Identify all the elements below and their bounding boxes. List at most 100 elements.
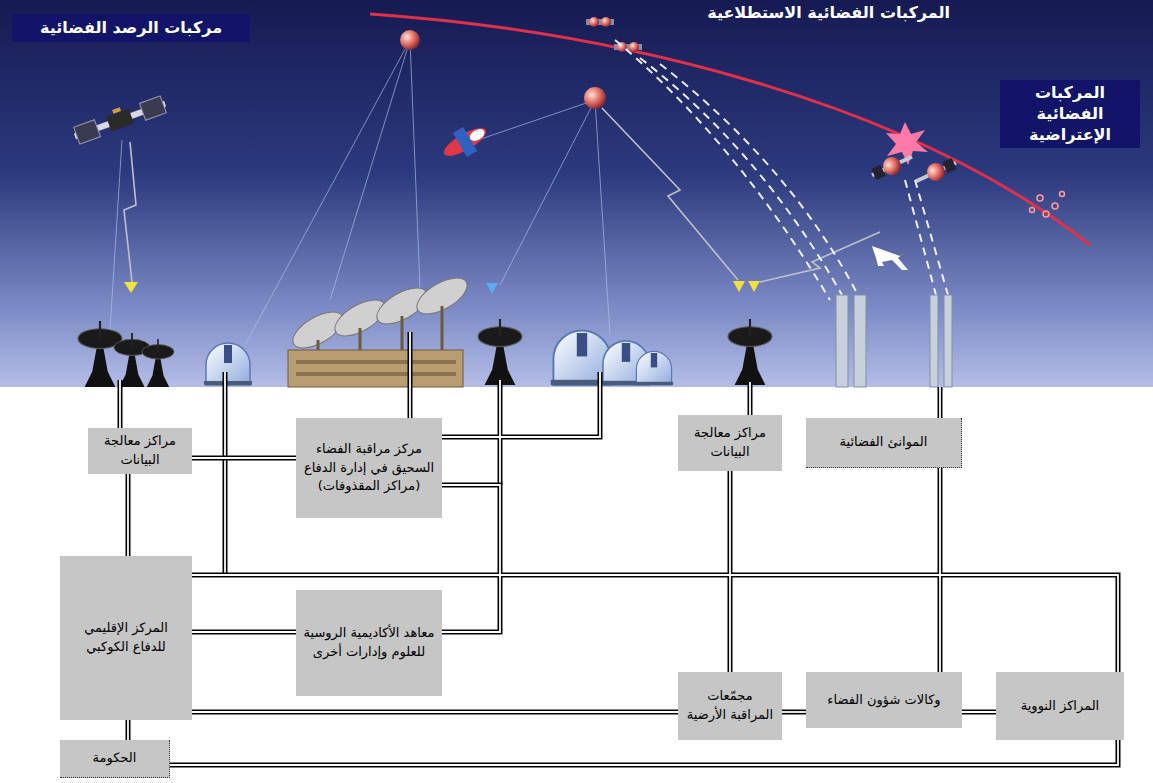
process-box: المراكز النووية (996, 672, 1124, 740)
dish-antenna (114, 333, 150, 387)
node-text: المركبات الفضائية الإعتراضية (1008, 83, 1132, 145)
feed-line (442, 372, 600, 437)
process-box: مركز مراقبة الفضاء السحيق في إدارة الدفا… (296, 418, 442, 518)
node-text: الموانئ الفضائية (840, 433, 928, 452)
silo (836, 295, 848, 387)
radio-zigzags (124, 108, 880, 282)
process-box: مراكز معالجة البيانات (88, 428, 192, 474)
feed-line-core (224, 372, 226, 575)
silo (930, 295, 938, 387)
debris-piece (1060, 192, 1065, 197)
feed-line-core (939, 387, 941, 418)
feed-line (748, 382, 753, 415)
process-box: الموانئ الفضائية (806, 418, 962, 468)
feed-line-core (409, 332, 411, 418)
process-box: الحكومة (60, 740, 170, 778)
connector-core (782, 711, 806, 713)
interceptor (868, 149, 915, 184)
rocket-trail (660, 64, 858, 295)
interceptor (912, 155, 959, 190)
dish-antenna (478, 319, 522, 385)
node-text: معاهد الأكاديمية الروسية للعلوم وإدارات … (302, 624, 436, 662)
process-box: وكالات شؤون الفضاء (806, 672, 962, 728)
connector-core (729, 471, 731, 672)
connector (170, 740, 1118, 765)
feed-line-core (442, 372, 600, 437)
connector (192, 710, 678, 715)
dish-antenna (728, 319, 772, 385)
connector (442, 485, 500, 632)
signal-line (110, 140, 122, 330)
feed-line (408, 332, 413, 418)
node-text: الحكومة (93, 749, 137, 768)
satellite-ball (400, 30, 420, 50)
signal-markers (124, 281, 760, 294)
signal-line (245, 40, 410, 345)
process-box: المركز الإقليمي للدفاع الكوكبي (60, 556, 192, 720)
dish-antenna (142, 339, 174, 387)
radio-zigzag (124, 142, 136, 282)
node-text: المراكز النووية (1021, 697, 1099, 716)
rocket-trail (615, 40, 830, 300)
connector-core (192, 631, 296, 633)
connector (126, 720, 131, 740)
satellite-ball (601, 17, 611, 27)
downlink-marker (733, 281, 745, 292)
connector-core (192, 457, 296, 459)
signal-line (595, 100, 610, 335)
solar-panel (871, 165, 885, 180)
rocket-trail (915, 180, 948, 295)
satellite-ball (629, 42, 639, 52)
spacecraft-nose (468, 127, 487, 144)
signal-line (410, 40, 420, 288)
satellite-ball (589, 17, 599, 27)
space-label-box: المركبات الفضائية الإعتراضية (1000, 80, 1140, 148)
connector-core (170, 740, 1118, 765)
array-rail (296, 360, 456, 364)
connector (938, 468, 943, 672)
signal-line (330, 40, 410, 300)
downlink-marker (486, 283, 498, 294)
satellite-body (106, 108, 134, 131)
feed-line-core (499, 380, 501, 485)
feed-line-core (749, 382, 751, 415)
silo (944, 295, 952, 387)
satellite-ball (584, 87, 606, 109)
node-text: مجمّعات المراقبة الأرضية (684, 687, 776, 725)
recon-satellites (586, 17, 642, 52)
observation-satellite (71, 92, 168, 145)
feed-line (118, 380, 123, 428)
silo (854, 295, 866, 387)
connector (962, 710, 996, 715)
signal-lines (110, 40, 610, 345)
debris (1030, 192, 1065, 218)
feed-line (223, 372, 228, 575)
satellite-antenna (112, 107, 121, 113)
solar-panel (139, 96, 166, 120)
dish-antenna (78, 321, 122, 387)
debris-piece (1030, 208, 1035, 213)
solar-panel (74, 120, 101, 144)
space-label-box: مركبات الرصد الفضائية (12, 14, 250, 42)
sky-background (0, 0, 1153, 387)
connector-core (127, 474, 129, 556)
antenna-array (287, 271, 472, 387)
observatory-dome (204, 343, 252, 385)
debris-piece (1037, 195, 1043, 201)
node-text: مراكز معالجة البيانات (94, 432, 186, 470)
connector-core (962, 711, 996, 713)
array-base (288, 350, 463, 387)
process-box: معاهد الأكاديمية الروسية للعلوم وإدارات … (296, 590, 442, 696)
node-text: وكالات شؤون الفضاء (827, 691, 940, 710)
solar-panel (943, 158, 957, 173)
radio-zigzag (602, 108, 738, 280)
feed-line (938, 387, 943, 418)
connector (782, 710, 806, 715)
process-box: مجمّعات المراقبة الأرضية (678, 672, 782, 740)
connector (126, 474, 131, 556)
node-text: مركز مراقبة الفضاء السحيق في إدارة الدفا… (302, 440, 436, 497)
rocket-trail (640, 58, 842, 295)
airplane (872, 246, 908, 270)
array-rail (296, 372, 456, 376)
